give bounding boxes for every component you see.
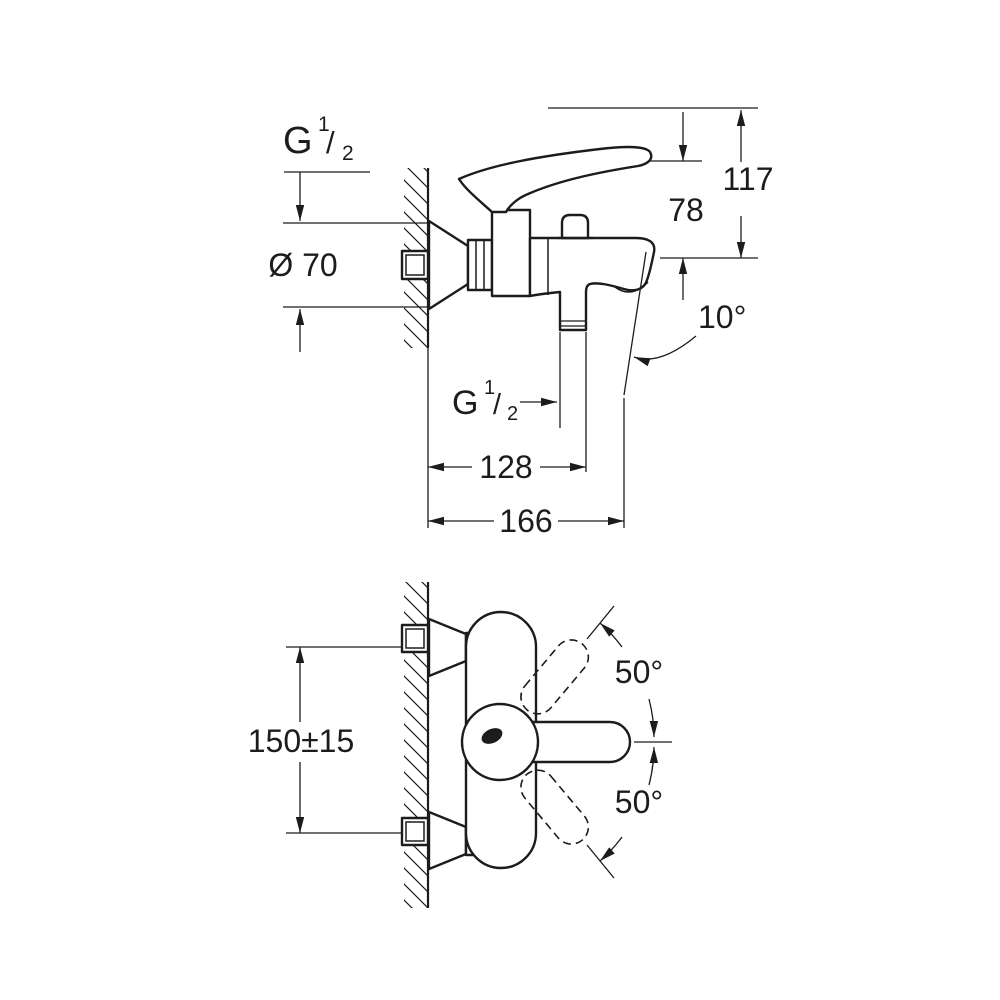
- hex-nut: [466, 238, 494, 292]
- dim-spout-angle: 10°: [698, 299, 746, 335]
- mixer-front-body: [460, 610, 632, 870]
- axis-ext-up: [586, 605, 615, 640]
- dim-width-128: 128: [479, 449, 532, 485]
- angle50-up-arc-inner: [648, 698, 659, 738]
- escutcheon-cone: [427, 219, 470, 311]
- dim-inlet-spacing: 150±15: [248, 723, 355, 759]
- angle10-leader-arrow: [633, 335, 697, 367]
- wall-union-square-inner: [405, 821, 425, 842]
- dim-width-166: 166: [499, 503, 552, 539]
- thread-label-shower-den: 2: [507, 403, 518, 425]
- thread-label-top-num: 1: [318, 113, 330, 136]
- thread-label-shower: G 1 / 2: [452, 377, 518, 425]
- handle-pivot-flange: [460, 702, 540, 782]
- spout-angle-line: [623, 251, 647, 396]
- handle-swung-up-outline: [520, 639, 590, 715]
- side-view-dimensions: G 1 / 2 Ø 70 78 117: [268, 107, 774, 539]
- dim-height-117: 117: [722, 161, 773, 197]
- front-view-dimensions: 150±15 50° 50°: [248, 605, 672, 879]
- mixer-side-profile: [400, 145, 656, 332]
- axis-ext-down: [586, 844, 615, 879]
- lever-handle: [457, 145, 653, 214]
- angle50-down-arc-outer: [599, 836, 623, 862]
- escutcheon-cone: [427, 617, 468, 678]
- thread-label-top-den: 2: [342, 142, 354, 165]
- thread-label-shower-num: 1: [484, 377, 495, 399]
- thread-label-shower-g: G: [452, 384, 478, 422]
- handle-cap: [481, 728, 503, 744]
- mixer-body: [490, 208, 532, 298]
- dim-handle-swing-up: 50°: [615, 654, 663, 690]
- escutcheon-cone: [427, 810, 468, 871]
- spout-outlet-lip: [614, 281, 649, 293]
- thread-label-shower-slash: /: [493, 389, 502, 421]
- thread-label-top-slash: /: [326, 125, 335, 160]
- angle50-down-arc-inner: [648, 746, 659, 786]
- angle50-up-arc-outer: [599, 622, 623, 648]
- side-view: G 1 / 2 Ø 70 78 117: [268, 107, 774, 539]
- thread-label-top-g: G: [283, 120, 313, 162]
- wall-union-square-inner: [405, 628, 425, 649]
- handle-swung-down-outline: [520, 769, 590, 845]
- spout-and-shower-outlet: [528, 236, 656, 332]
- dim-handle-swing-down: 50°: [615, 784, 663, 820]
- dim-escutcheon-diameter: Ø 70: [268, 247, 337, 283]
- wall-union-square-inner: [405, 254, 425, 276]
- thread-label-top: G 1 / 2: [283, 113, 354, 165]
- dim-height-78: 78: [668, 192, 704, 228]
- diverter-knob: [560, 213, 590, 240]
- front-view: 150±15 50° 50°: [248, 582, 672, 908]
- wall-section-side: [404, 168, 430, 528]
